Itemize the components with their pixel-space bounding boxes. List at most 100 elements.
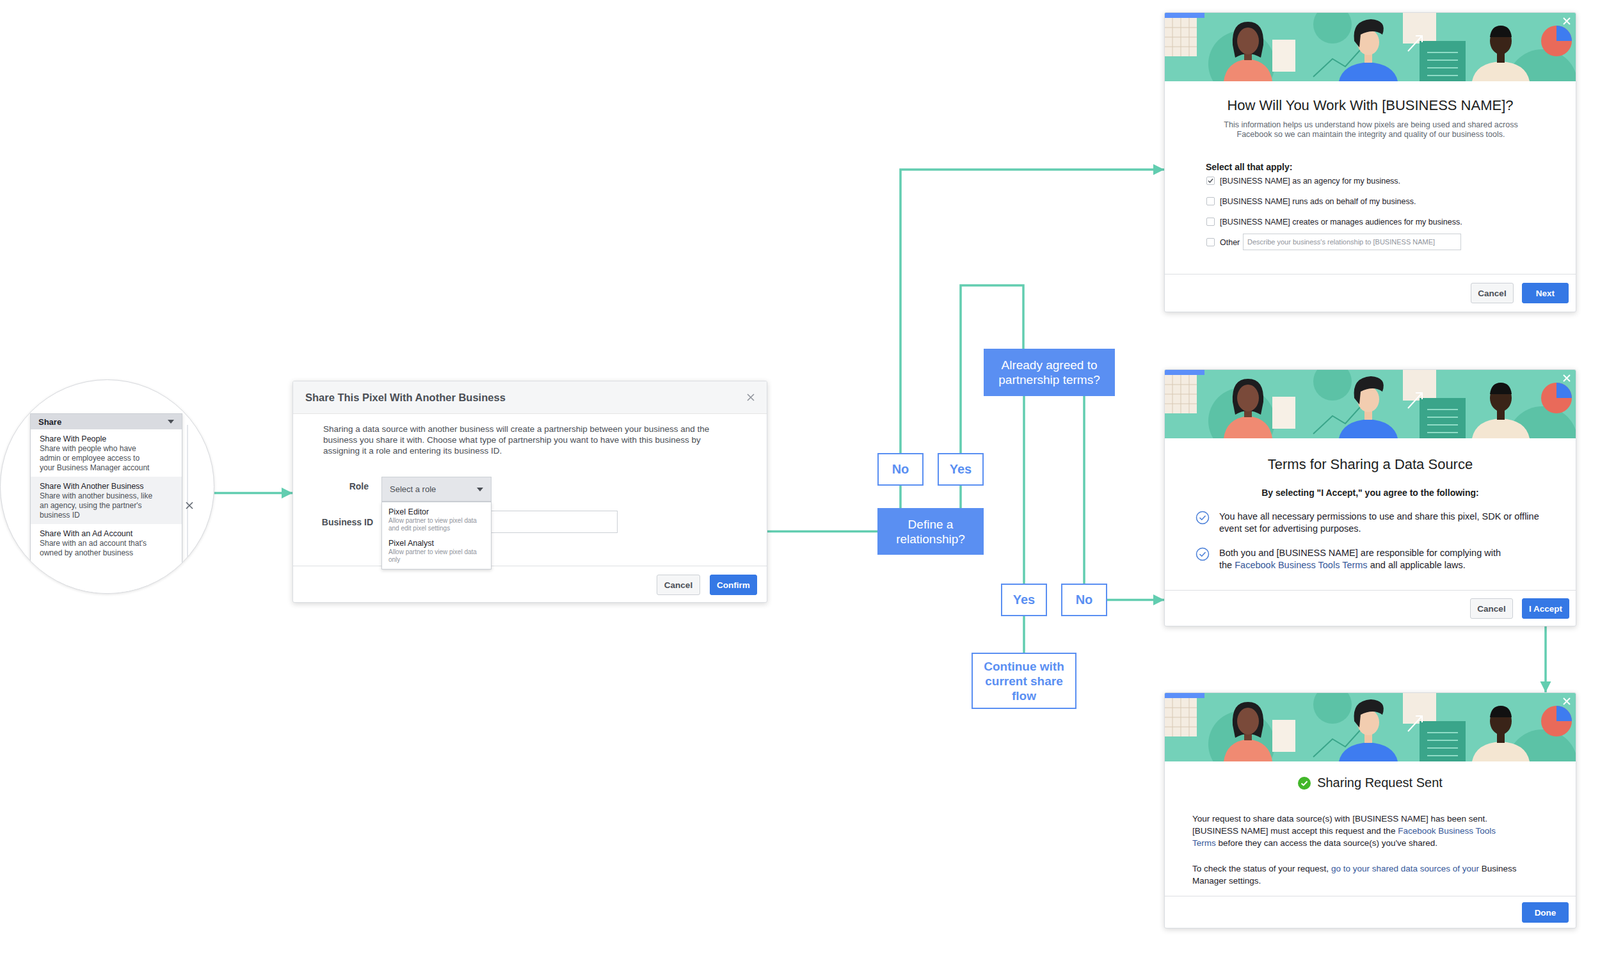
header-illustration bbox=[1164, 12, 1577, 82]
placeholder-text: Describe your business's relationship to… bbox=[1247, 238, 1435, 246]
button: Next bbox=[1521, 282, 1569, 304]
answer-label: No bbox=[892, 462, 910, 477]
dialog-title: Terms for Sharing a Data Source bbox=[1164, 456, 1576, 473]
magnified-menu-circle: ShareShare With PeopleShare with people … bbox=[0, 379, 215, 594]
flow-connector bbox=[1082, 396, 1086, 584]
close-icon bbox=[746, 393, 755, 402]
header-illustration bbox=[1164, 693, 1577, 762]
dialog-title: How Will You Work With [BUSINESS NAME]? bbox=[1164, 97, 1576, 114]
share-dialog: Share This Pixel With Another BusinessSh… bbox=[292, 380, 768, 603]
dialog-title: Share This Pixel With Another Business bbox=[305, 391, 506, 404]
dialog-body: Sharing a data source with another busin… bbox=[323, 423, 740, 457]
button-label: Cancel bbox=[1477, 288, 1506, 299]
caret-icon bbox=[476, 487, 484, 492]
answer-box: Yes bbox=[937, 453, 984, 486]
field-label: Role bbox=[349, 481, 369, 492]
check-mark bbox=[1207, 177, 1214, 184]
divider bbox=[1164, 590, 1576, 591]
close-icon bbox=[185, 501, 194, 510]
term-text: You have all necessary permissions to us… bbox=[1219, 510, 1552, 536]
menu-item-title: Share With Another Business bbox=[39, 481, 175, 492]
button-label: I Accept bbox=[1528, 604, 1563, 614]
check-circle-icon bbox=[1195, 510, 1210, 525]
scrollbar bbox=[186, 424, 189, 573]
message-paragraph: Your request to share data source(s) wit… bbox=[1192, 812, 1535, 850]
header-illustration bbox=[1164, 369, 1577, 439]
link-text: go to your shared data sources of your bbox=[1331, 864, 1480, 874]
flow-connector bbox=[1544, 626, 1547, 693]
checkbox-label: [BUSINESS NAME] creates or manages audie… bbox=[1219, 216, 1463, 228]
menu-item: Share With Another BusinessShare with an… bbox=[30, 476, 182, 525]
button: Confirm bbox=[709, 574, 758, 596]
decision-box: Define a relationship? bbox=[877, 508, 984, 555]
checkbox-label: [BUSINESS NAME] runs ads on behalf of my… bbox=[1219, 196, 1416, 207]
checkbox-label: [BUSINESS NAME] as an agency for my busi… bbox=[1219, 176, 1401, 187]
select-label: Select a role bbox=[389, 484, 436, 495]
close-icon bbox=[185, 501, 194, 510]
menu-item-desc: Share with an ad account that's owned by… bbox=[39, 538, 155, 559]
header-illustration bbox=[1164, 12, 1577, 82]
option-desc: Allow partner to view pixel data only bbox=[388, 548, 485, 564]
check-circle-icon bbox=[1195, 547, 1210, 562]
button-label: Next bbox=[1536, 288, 1555, 299]
button: Cancel bbox=[1470, 598, 1513, 619]
menu-item: Share With PeopleShare with people who h… bbox=[30, 429, 182, 477]
term-text: and all applicable laws. bbox=[1370, 560, 1466, 571]
modal-dialog: Terms for Sharing a Data Source By select… bbox=[1164, 369, 1577, 627]
answer-box: No bbox=[1061, 583, 1108, 617]
checkbox bbox=[1206, 238, 1215, 247]
option-title: Pixel Editor bbox=[388, 506, 485, 518]
button-label: Cancel bbox=[664, 580, 693, 591]
dialog-body: This information helps us understand how… bbox=[1216, 120, 1526, 140]
flow-connector bbox=[1107, 599, 1165, 602]
decision-box: Already agreed to partnership terms? bbox=[983, 348, 1115, 397]
flow-connector bbox=[959, 485, 962, 509]
outcome-box: Continue with current share flow bbox=[971, 652, 1077, 710]
flow-connector bbox=[1022, 396, 1026, 584]
dialog-subtitle: By selecting "I Accept," you agree to th… bbox=[1164, 487, 1576, 498]
check-circle-icon bbox=[1195, 547, 1210, 562]
term-item: Both you and [BUSINESS NAME] are respons… bbox=[1219, 547, 1552, 572]
title-row: Sharing Request Sent bbox=[1164, 775, 1576, 791]
caret-icon bbox=[167, 419, 175, 424]
answer-label: Continue with current share flow bbox=[977, 659, 1071, 704]
button: Cancel bbox=[656, 574, 701, 596]
dialog-header: Share This Pixel With Another Business bbox=[293, 381, 767, 415]
header-illustration bbox=[1164, 369, 1577, 439]
dropdown-header: Share bbox=[30, 414, 182, 430]
dropdown-label: Share bbox=[38, 417, 62, 427]
checkbox bbox=[1206, 197, 1215, 206]
check-circle-icon bbox=[1195, 510, 1210, 525]
modal-dialog: Sharing Request SentYour request to shar… bbox=[1164, 692, 1577, 929]
caret-icon bbox=[167, 419, 175, 424]
caret-icon bbox=[476, 487, 484, 492]
option-desc: Allow partner to view pixel data and edi… bbox=[388, 517, 485, 533]
button: Cancel bbox=[1470, 282, 1514, 304]
answer-label: No bbox=[1075, 592, 1094, 608]
modal-dialog: How Will You Work With [BUSINESS NAME]? T… bbox=[1164, 12, 1577, 313]
menu-item-desc: Share with another business, like an age… bbox=[39, 491, 155, 521]
answer-label: Yes bbox=[949, 462, 972, 477]
message-text: To check the status of your request, bbox=[1192, 864, 1329, 874]
flow-connector bbox=[900, 169, 1165, 454]
answer-box: Yes bbox=[1000, 583, 1048, 617]
button-label: Done bbox=[1534, 908, 1557, 918]
select-box: Select a role bbox=[381, 476, 492, 502]
flow-connector bbox=[1022, 616, 1026, 653]
text-input: Describe your business's relationship to… bbox=[1242, 233, 1462, 251]
menu-item-title: Share With an Ad Account bbox=[39, 528, 175, 539]
success-icon bbox=[1297, 776, 1311, 790]
answer-box: No bbox=[877, 453, 924, 486]
header-illustration bbox=[1164, 693, 1577, 762]
flow-connector bbox=[214, 492, 293, 495]
dropdown-panel: ShareShare With PeopleShare with people … bbox=[30, 413, 183, 594]
checkbox-label: Other bbox=[1219, 237, 1240, 248]
decision-label: Define a relationship? bbox=[883, 517, 978, 547]
flow-connector bbox=[899, 485, 902, 509]
flow-connector bbox=[767, 530, 878, 534]
dialog-title: Sharing Request Sent bbox=[1317, 775, 1443, 791]
button-label: Confirm bbox=[716, 580, 751, 591]
menu-item: Share With an Ad AccountShare with an ad… bbox=[30, 524, 182, 562]
option-title: Pixel Analyst bbox=[388, 538, 485, 549]
